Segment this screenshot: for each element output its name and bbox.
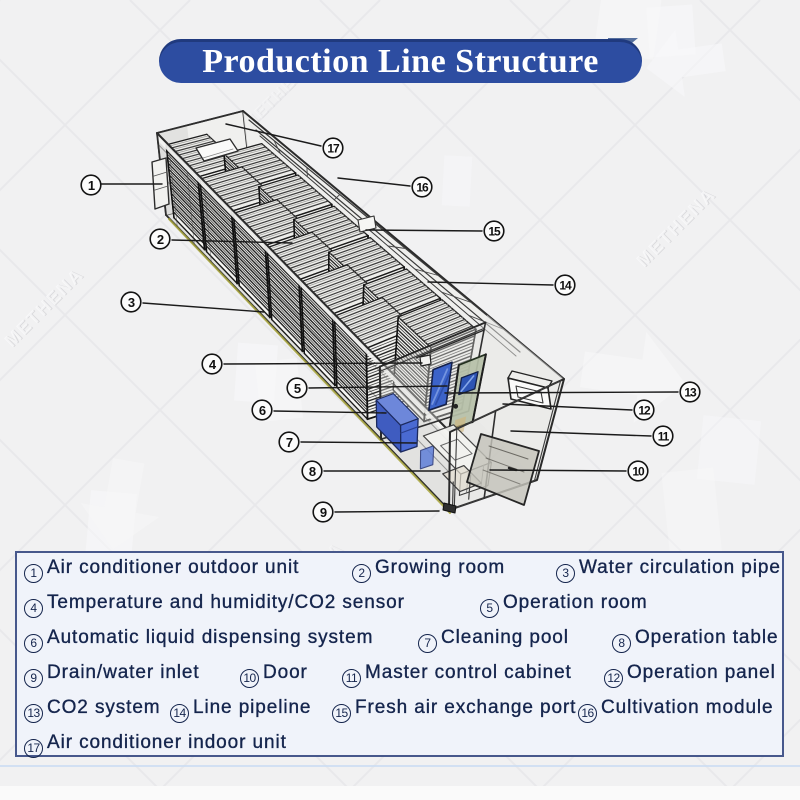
svg-text:17: 17 [327, 142, 340, 156]
svg-text:1: 1 [88, 178, 95, 193]
svg-text:METHENA: METHENA [1, 264, 88, 351]
svg-text:14: 14 [559, 279, 572, 293]
svg-text:11: 11 [658, 430, 670, 444]
svg-text:METHENA: METHENA [633, 184, 720, 271]
svg-text:5: 5 [294, 381, 301, 396]
svg-text:3: 3 [128, 295, 135, 310]
svg-text:4: 4 [209, 357, 217, 372]
svg-text:10: 10 [632, 465, 645, 479]
svg-text:15: 15 [488, 225, 501, 239]
svg-text:8: 8 [309, 464, 316, 479]
svg-text:13: 13 [684, 386, 697, 400]
svg-text:6: 6 [259, 403, 266, 418]
svg-text:16: 16 [416, 181, 429, 195]
svg-text:9: 9 [320, 505, 327, 520]
svg-text:12: 12 [638, 404, 651, 418]
svg-text:7: 7 [286, 435, 293, 450]
svg-text:2: 2 [157, 232, 164, 247]
